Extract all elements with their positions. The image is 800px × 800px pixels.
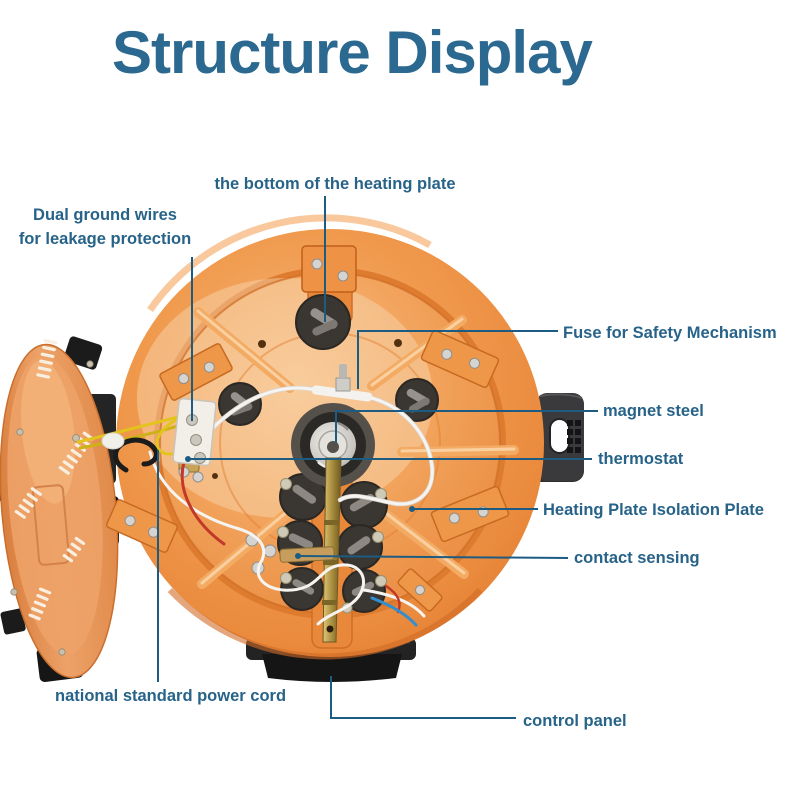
bottom-cover-plate xyxy=(0,336,119,682)
callout-control-panel-text: control panel xyxy=(523,712,627,730)
page-title: Structure Display xyxy=(112,19,593,86)
callout-magnet-steel: magnet steel xyxy=(603,399,704,423)
callout-power-cord: national standard power cord xyxy=(55,684,286,708)
radial-ribs xyxy=(193,307,519,589)
cover-vent-slots xyxy=(14,338,94,621)
rim-screw xyxy=(326,625,334,633)
wiring xyxy=(76,385,435,627)
leader-dot-contact-sensing xyxy=(295,553,301,559)
leader-dot-isolation-plate xyxy=(409,506,415,512)
callout-dual-ground-wires-line1: Dual ground wires xyxy=(33,206,177,224)
callout-dual-ground-wires: Dual ground wires for leakage protection xyxy=(0,203,210,251)
leader-fuse xyxy=(357,330,558,389)
callout-power-cord-text: national standard power cord xyxy=(55,687,287,705)
leader-dot-thermostat xyxy=(185,456,191,462)
callout-heating-plate-isolation-plate-text: Heating Plate Isolation Plate xyxy=(543,501,764,519)
callout-heating-plate-isolation-plate: Heating Plate Isolation Plate xyxy=(543,498,764,522)
callout-control-panel: control panel xyxy=(523,709,627,733)
cover-screws xyxy=(10,360,94,656)
isolation-brackets xyxy=(105,245,510,612)
callout-dual-ground-wires-line2: for leakage protection xyxy=(18,230,192,248)
element-terminal-screws xyxy=(277,478,387,614)
callout-magnet-steel-text: magnet steel xyxy=(603,402,704,420)
callout-contact-sensing-text: contact sensing xyxy=(574,549,700,567)
leader-magnet-steel xyxy=(335,410,598,443)
callout-fuse-text: Fuse for Safety Mechanism xyxy=(563,324,777,342)
callout-heating-plate-bottom-text: the bottom of the heating plate xyxy=(214,175,456,193)
power-terminal-block xyxy=(101,397,217,467)
callout-thermostat: thermostat xyxy=(598,447,683,471)
callout-fuse: Fuse for Safety Mechanism xyxy=(563,321,777,345)
callout-contact-sensing: contact sensing xyxy=(574,546,700,570)
callout-heating-plate-bottom: the bottom of the heating plate xyxy=(170,172,500,196)
leader-control-panel xyxy=(330,676,516,719)
handle-vents xyxy=(567,420,581,453)
center-magnet-thermostat xyxy=(291,403,375,487)
pot-body xyxy=(76,214,544,660)
safety-fuse xyxy=(311,364,373,402)
contact-sensing-strip xyxy=(245,457,342,643)
callout-thermostat-text: thermostat xyxy=(598,450,684,468)
leader-contact-sensing xyxy=(297,555,569,559)
